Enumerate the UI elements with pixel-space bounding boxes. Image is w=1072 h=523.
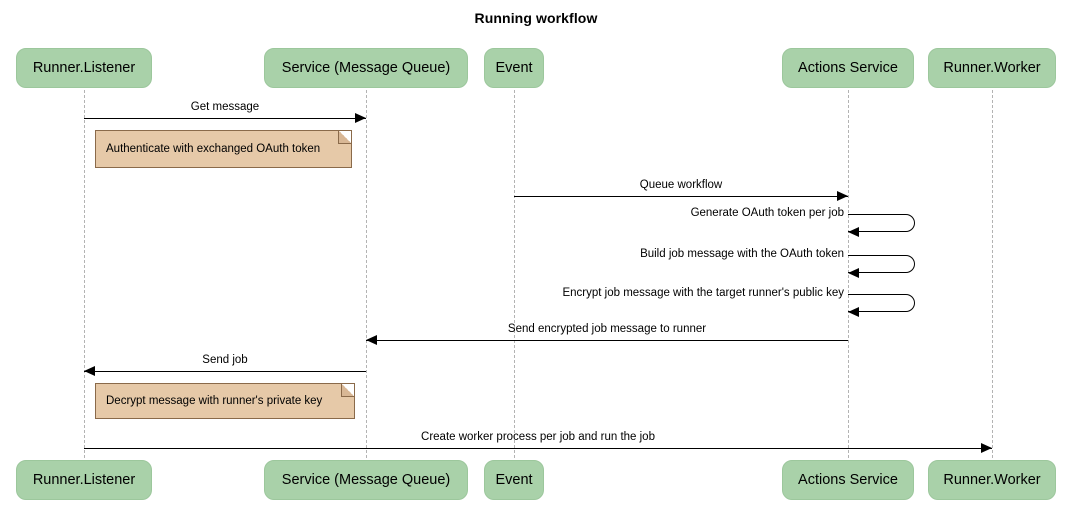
self-message-loop-build-job-message xyxy=(848,255,915,273)
message-line-create-worker-process xyxy=(84,448,992,449)
participant-runner-listener-bottom[interactable]: Runner.Listener xyxy=(16,460,152,500)
page-title: Running workflow xyxy=(474,10,598,26)
lifeline-service-mq xyxy=(366,90,367,458)
note-fold-corner-icon xyxy=(341,384,354,397)
self-message-loop-generate-oauth-token xyxy=(848,214,915,232)
self-message-label-generate-oauth-token: Generate OAuth token per job xyxy=(690,207,844,219)
note-text-decrypt-note: Decrypt message with runner's private ke… xyxy=(106,395,323,407)
participant-event-bottom[interactable]: Event xyxy=(484,460,544,500)
participant-runner-worker-top[interactable]: Runner.Worker xyxy=(928,48,1056,88)
participant-runner-worker-bottom[interactable]: Runner.Worker xyxy=(928,460,1056,500)
self-message-label-build-job-message: Build job message with the OAuth token xyxy=(640,248,844,260)
note-authenticate-note: Authenticate with exchanged OAuth token xyxy=(95,130,352,168)
note-fold-corner-icon xyxy=(338,131,351,144)
self-message-label-encrypt-job-message: Encrypt job message with the target runn… xyxy=(562,287,844,299)
message-label-get-message: Get message xyxy=(190,101,260,113)
arrowhead-queue-workflow xyxy=(837,191,848,201)
message-line-send-job xyxy=(84,371,366,372)
self-message-loop-encrypt-job-message xyxy=(848,294,915,312)
lifeline-runner-listener xyxy=(84,90,85,458)
message-label-send-encrypted-job: Send encrypted job message to runner xyxy=(507,323,707,335)
message-line-send-encrypted-job xyxy=(366,340,848,341)
arrowhead-build-job-message xyxy=(848,267,859,278)
message-line-queue-workflow xyxy=(514,196,848,197)
participant-runner-listener-top[interactable]: Runner.Listener xyxy=(16,48,152,88)
arrowhead-send-job xyxy=(84,366,95,376)
message-label-create-worker-process: Create worker process per job and run th… xyxy=(421,431,655,443)
arrowhead-generate-oauth-token xyxy=(848,226,859,237)
message-line-get-message xyxy=(84,118,366,119)
participant-actions-service-top[interactable]: Actions Service xyxy=(782,48,914,88)
participant-event-top[interactable]: Event xyxy=(484,48,544,88)
arrowhead-send-encrypted-job xyxy=(366,335,377,345)
lifeline-runner-worker xyxy=(992,90,993,458)
lifeline-event xyxy=(514,90,515,458)
message-label-queue-workflow: Queue workflow xyxy=(639,179,723,191)
note-text-authenticate-note: Authenticate with exchanged OAuth token xyxy=(106,143,321,155)
participant-actions-service-bottom[interactable]: Actions Service xyxy=(782,460,914,500)
arrowhead-get-message xyxy=(355,113,366,123)
participant-service-mq-top[interactable]: Service (Message Queue) xyxy=(264,48,468,88)
arrowhead-encrypt-job-message xyxy=(848,306,859,317)
arrowhead-create-worker-process xyxy=(981,443,992,453)
message-label-send-job: Send job xyxy=(202,354,248,366)
participant-service-mq-bottom[interactable]: Service (Message Queue) xyxy=(264,460,468,500)
note-decrypt-note: Decrypt message with runner's private ke… xyxy=(95,383,355,419)
